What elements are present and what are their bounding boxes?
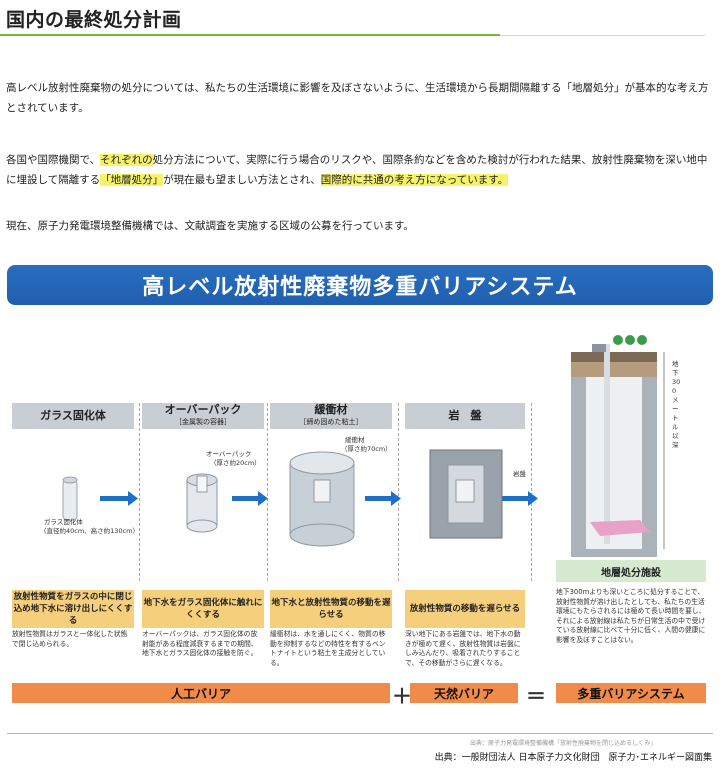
arrow-icon	[100, 491, 138, 506]
barrier-desc-overpack: オーバーパックは、ガラス固化体の放射能がある程度減衰するまでの期間、地下水とガラ…	[142, 630, 258, 657]
barrier-illustration	[62, 335, 665, 557]
highlight-3: 国際的に共通の考え方になっています。	[320, 174, 509, 186]
paragraph-2-part-3: が現在最も望ましい方法とされ、	[163, 174, 321, 186]
multi-barrier-bar: 多重バリアシステム	[556, 683, 706, 703]
divider	[531, 403, 533, 581]
paragraph-2-part-1: 各国や国際機関で、	[6, 154, 101, 166]
divider	[267, 403, 269, 581]
barrier-desc-buffer: 緩衝材は、水を通しにくく、物質の移動を抑制するなどの特性を有するベントナイトとい…	[270, 630, 386, 667]
step-head-glass: ガラス固化体	[12, 403, 134, 429]
natural-barrier-bar: 天然バリア	[410, 683, 518, 703]
barrier-function-glass: 放射性物質をガラスの中に閉じ込め地下水に溶け出しにくくする	[12, 590, 134, 628]
page-title: 国内の最終処分計画	[6, 9, 182, 31]
arrow-icon	[365, 491, 401, 506]
page-credit: 出典：一般財団法人 日本原子力文化財団 原子力･エネルギー図面集	[434, 753, 712, 763]
equals-sign: ＝	[526, 684, 546, 708]
step-head-label: オーバーパック	[164, 403, 242, 416]
rock-icon	[429, 449, 503, 539]
diagram-title: 高レベル放射性廃棄物多重バリアシステム	[142, 275, 578, 300]
paragraph-3: 現在、原子力発電環境整備機構では、文献調査を実施する区域の公募を行っています。	[6, 220, 414, 232]
page-header: 国内の最終処分計画	[0, 0, 720, 38]
facility-desc: 地下300mよりも深いところに処分することで、放射性物質が溶け出したとしても、私…	[556, 588, 706, 644]
buffer-material-icon	[289, 451, 355, 547]
step-head-label: 岩 盤	[448, 409, 482, 422]
highlight-2: 「地層処分」	[100, 174, 164, 186]
overpack-icon	[186, 473, 218, 533]
diagram-source: 出典：原子力発電環境整備機構「放射性廃棄物を閉じ込めるしくみ」	[470, 740, 657, 747]
title-underline	[0, 34, 500, 36]
buffer-size: （厚さ約70cm）	[341, 445, 392, 453]
title-underline-light	[500, 35, 705, 36]
disposal-facility-icon	[571, 335, 665, 557]
glass-size: （直径約40cm、高さ約130cm）	[40, 527, 139, 535]
glass-label: ガラス固化体	[44, 518, 83, 526]
step-head-buffer: 緩衝材 ［締め固めた粘土］	[270, 403, 392, 429]
divider	[398, 403, 400, 581]
overpack-label: オーバーパック	[206, 450, 252, 458]
arrow-icon	[232, 491, 268, 506]
bottom-divider	[7, 733, 713, 734]
step-head-label: 緩衝材	[314, 403, 348, 416]
barrier-desc-rock: 深い地下にある岩盤では、地下水の動きが極めて遅く、放射性物質は岩盤にしみ込んだり…	[405, 630, 521, 667]
highlight-1: それぞれの	[100, 154, 153, 166]
barrier-desc-glass: 放射性物質はガラスと一体化した状態で閉じ込められる。	[12, 630, 128, 648]
barrier-function-overpack: 地下水をガラス固化体に触れにくくする	[142, 590, 264, 628]
arrow-icon	[498, 491, 538, 506]
barrier-function-rock: 放射性物質の移動を遅らせる	[405, 590, 525, 628]
depth-label: 地下300メートル以深	[672, 360, 681, 449]
step-head-rock: 岩 盤	[405, 403, 525, 429]
diagram-banner: 高レベル放射性廃棄物多重バリアシステム	[7, 265, 713, 305]
step-head-overpack: オーバーパック ［金属製の容器］	[142, 403, 264, 429]
buffer-label: 緩衝材	[345, 436, 365, 444]
barrier-function-buffer: 地下水と放射性物質の移動を遅らせる	[270, 590, 392, 628]
divider	[139, 403, 141, 581]
rock-label: 岩盤	[513, 470, 526, 478]
paragraph-2-part-2: 処分方法について、実際に行う場合のリスクや、国際条約などを含めた検討が行われた結…	[6, 154, 708, 186]
plus-sign: ＋	[392, 684, 412, 708]
facility-title: 地層処分施設	[556, 560, 706, 582]
paragraph-2: 各国や国際機関で、それぞれの処分方法について、実際に行う場合のリスクや、国際条約…	[6, 150, 711, 190]
overpack-size: （厚さ約20cm）	[210, 459, 261, 467]
paragraph-1: 高レベル放射性廃棄物の処分については、私たちの生活環境に影響を及ぼさないように、…	[6, 82, 709, 114]
step-head-label: ガラス固化体	[40, 409, 106, 422]
glass-canister-icon	[62, 476, 78, 521]
step-head-sub: ［締め固めた粘土］	[299, 418, 363, 426]
artificial-barrier-bar: 人工バリア	[12, 683, 390, 703]
step-head-sub: ［金属製の容器］	[175, 418, 231, 426]
